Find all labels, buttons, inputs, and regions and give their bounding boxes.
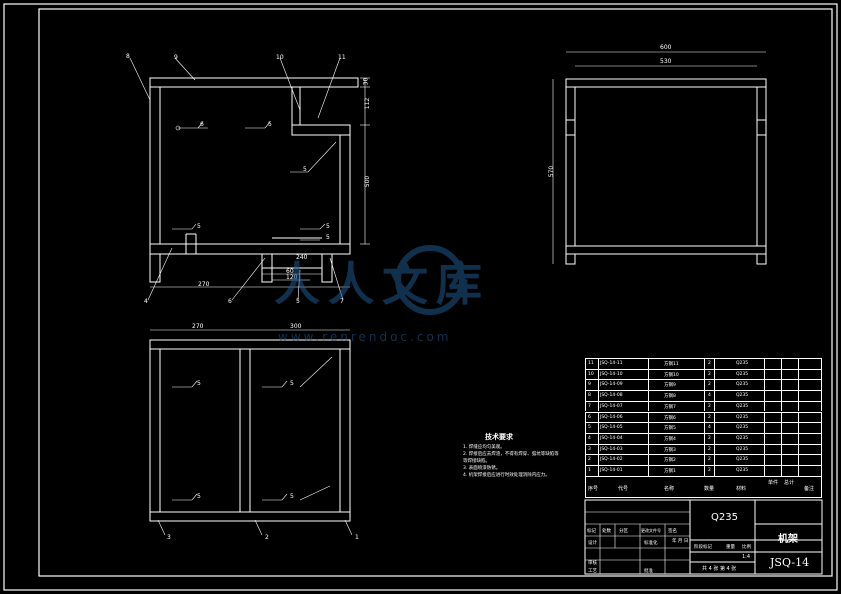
front-view <box>129 57 370 301</box>
weld-symbols-top <box>172 356 333 501</box>
outer-frame <box>3 3 838 591</box>
side-view <box>552 51 767 265</box>
top-view <box>149 329 353 536</box>
inner-frame <box>38 8 833 577</box>
weld-symbols-front <box>172 121 337 241</box>
title-block <box>584 499 823 575</box>
